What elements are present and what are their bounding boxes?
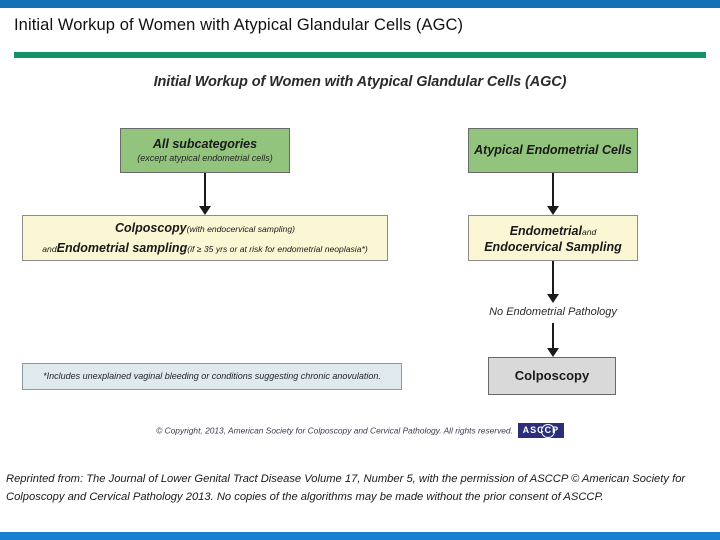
node-endo-line1-small: and xyxy=(581,226,597,237)
node-colposcopy-line2-bold: Endometrial sampling xyxy=(56,241,188,255)
node-all-subcategories: All subcategories (except atypical endom… xyxy=(120,128,290,173)
node-endometrial-endocervical-sampling: Endometrialand Endocervical Sampling xyxy=(468,215,638,261)
diagram-title: Initial Workup of Women with Atypical Gl… xyxy=(153,74,567,90)
footnote-box: *Includes unexplained vaginal bleeding o… xyxy=(22,363,402,390)
node-colposcopy-line2-small: (if ≥ 35 yrs or at risk for endometrial … xyxy=(187,244,368,254)
node-colposcopy: Colposcopy xyxy=(488,357,616,395)
slide-top-accent-bar xyxy=(0,0,720,8)
node-all-subcategories-subtitle: (except atypical endometrial cells) xyxy=(137,152,273,163)
copyright-text: © Copyright, 2013, American Society for … xyxy=(156,425,513,436)
node-colposcopy-line2-lead: and xyxy=(42,244,57,254)
reprint-permission-caption: Reprinted from: The Journal of Lower Gen… xyxy=(6,473,686,504)
node-atypical-endometrial-cells-title: Atypical Endometrial Cells xyxy=(474,142,632,157)
node-endo-line1-bold: Endometrial xyxy=(509,223,582,238)
node-colposcopy-line1-small: (with endocervical sampling) xyxy=(186,224,295,235)
asccp-logo-ring xyxy=(540,424,555,438)
node-atypical-endometrial-cells: Atypical Endometrial Cells xyxy=(468,128,638,173)
algorithm-diagram: Initial Workup of Women with Atypical Gl… xyxy=(0,60,720,460)
node-endo-line1: Endometrialand xyxy=(510,221,597,241)
node-colposcopy-endometrial-sampling: Colposcopy(with endocervical sampling) a… xyxy=(22,215,388,261)
asccp-logo: ASCCP xyxy=(517,423,564,438)
node-colposcopy-line1: Colposcopy(with endocervical sampling) xyxy=(115,218,295,238)
node-colposcopy-title: Colposcopy xyxy=(514,368,590,384)
edge-label-no-endometrial-pathology: No Endometrial Pathology xyxy=(489,306,617,318)
node-endo-line2-bold: Endocervical Sampling xyxy=(484,240,622,255)
arrow-down-icon xyxy=(199,173,211,215)
arrow-down-icon xyxy=(547,173,559,215)
asccp-logo-text: ASCCP xyxy=(522,425,560,435)
node-all-subcategories-title: All subcategories xyxy=(152,137,258,152)
node-colposcopy-line1-bold: Colposcopy xyxy=(115,221,187,236)
title-underline-rule xyxy=(14,52,706,58)
arrow-down-icon xyxy=(547,261,559,303)
node-colposcopy-line2: andEndometrial sampling(if ≥ 35 yrs or a… xyxy=(42,238,367,258)
footnote-text: *Includes unexplained vaginal bleeding o… xyxy=(43,371,381,382)
page-title: Initial Workup of Women with Atypical Gl… xyxy=(14,16,464,34)
slide-bottom-accent-bar xyxy=(0,532,720,540)
copyright-line: © Copyright, 2013, American Society for … xyxy=(0,423,720,438)
arrow-down-icon xyxy=(547,323,559,357)
